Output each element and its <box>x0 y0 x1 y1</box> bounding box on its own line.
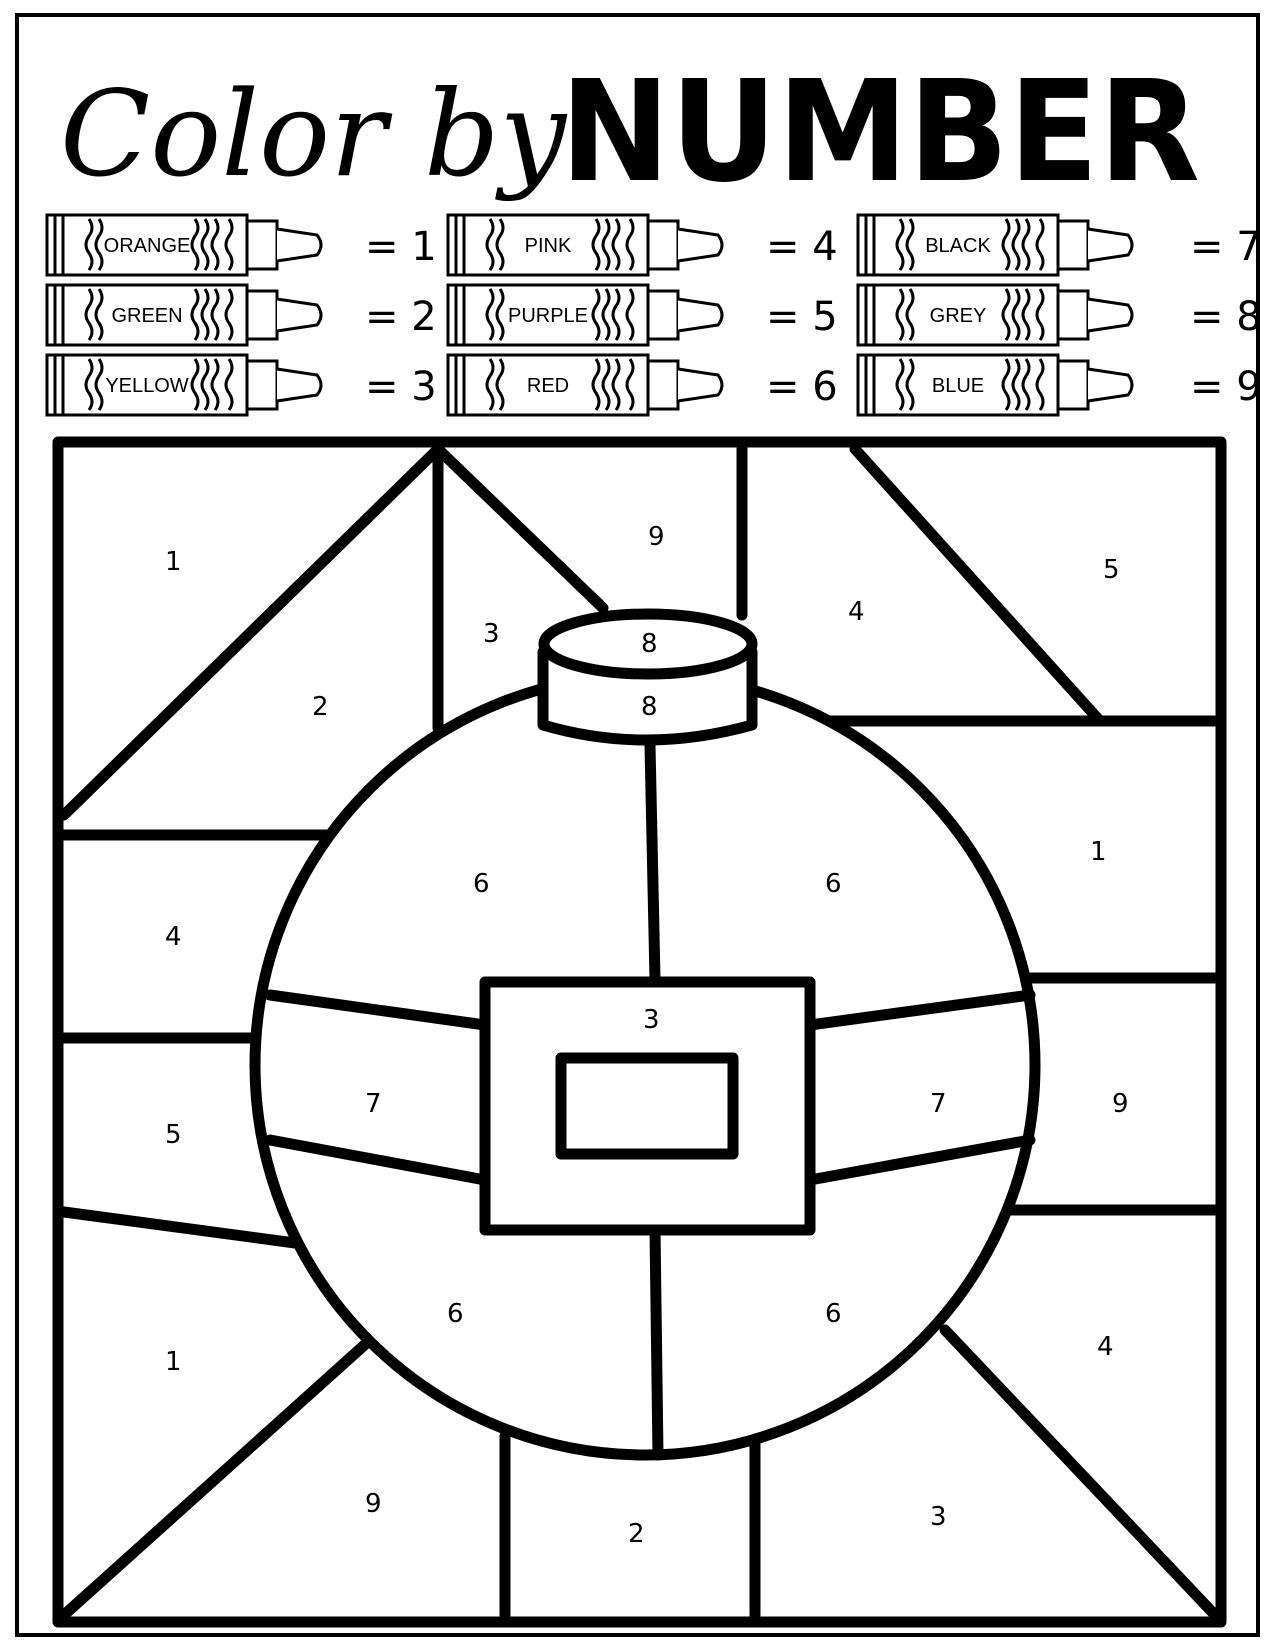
region-numbers: 1 2 3 9 4 5 8 8 4 5 1 9 6 6 7 7 3 6 6 1 … <box>165 522 1129 1549</box>
region-number: 9 <box>365 1489 382 1519</box>
crayon-key-item: PURPLE = 5 <box>446 283 838 347</box>
crayon-icon <box>856 213 1134 277</box>
crayon-icon <box>446 213 724 277</box>
crayon-icon <box>45 353 323 417</box>
region-number: 9 <box>1112 1089 1129 1119</box>
crayon-number-label: = 2 <box>365 294 437 340</box>
crayon-key-item: BLUE = 9 <box>856 353 1262 417</box>
belt-bottom <box>264 1134 1036 1186</box>
region-line <box>649 1224 664 1461</box>
crayon-number-label: = 6 <box>766 364 838 410</box>
buckle-outer <box>479 976 816 1236</box>
crayon-number-label: = 9 <box>1190 364 1262 410</box>
region-line <box>939 1324 1221 1621</box>
crayon-number-label: = 3 <box>365 364 437 410</box>
region-line <box>58 443 444 821</box>
crayon-icon <box>446 283 724 347</box>
region-number: 5 <box>165 1120 182 1150</box>
crayon-icon <box>45 213 323 277</box>
region-number: 2 <box>312 692 329 722</box>
crayon-key-item: PINK = 4 <box>446 213 838 277</box>
crayon-color-label: BLUE <box>932 375 984 397</box>
crayon-color-label: PINK <box>525 235 572 257</box>
crayon-color-label: PURPLE <box>508 305 588 327</box>
region-number: 6 <box>825 869 842 899</box>
region-line <box>58 1334 376 1621</box>
region-line <box>849 443 1106 727</box>
region-number: 2 <box>628 1519 645 1549</box>
color-key: ORANGE = 1 GREEN = 2 YELLOW = 3 PINK = 4 PURPLE =… <box>45 213 1262 417</box>
picture-frame <box>52 436 1227 1628</box>
region-number: 1 <box>1090 837 1107 867</box>
region-number: 6 <box>447 1299 464 1329</box>
crayon-icon <box>446 353 724 417</box>
region-number: 8 <box>641 629 658 659</box>
crayon-number-label: = 8 <box>1190 294 1262 340</box>
region-number: 3 <box>930 1502 947 1532</box>
region-line <box>644 739 661 986</box>
region-number: 4 <box>848 597 865 627</box>
region-number: 1 <box>165 1347 182 1377</box>
crayon-key-item: YELLOW = 3 <box>45 353 437 417</box>
crayon-key-item: BLACK = 7 <box>856 213 1262 277</box>
region-number: 3 <box>643 1005 660 1035</box>
region-number: 1 <box>165 547 182 577</box>
region-number: 6 <box>473 869 490 899</box>
crayon-color-label: ORANGE <box>104 235 191 257</box>
region-number: 7 <box>930 1089 947 1119</box>
cap-top <box>538 608 758 680</box>
region-line <box>58 1206 301 1249</box>
crayon-icon <box>856 283 1134 347</box>
region-number: 7 <box>365 1089 382 1119</box>
crayon-key-item: ORANGE = 1 <box>45 213 437 277</box>
region-number: 9 <box>648 522 665 552</box>
crayon-number-label: = 5 <box>766 294 838 340</box>
region-number: 4 <box>1097 1332 1114 1362</box>
crayon-color-label: GREEN <box>111 305 182 327</box>
crayon-color-label: RED <box>527 375 569 397</box>
crayon-color-label: GREY <box>930 305 987 327</box>
crayon-color-label: BLACK <box>925 235 991 257</box>
region-number: 5 <box>1103 555 1120 585</box>
crayon-key-item: GREEN = 2 <box>45 283 437 347</box>
title-script: Color by <box>60 65 568 203</box>
crayon-number-label: = 7 <box>1190 224 1262 270</box>
crayon-color-label: YELLOW <box>105 375 188 397</box>
title-block: NUMBER <box>560 51 1200 214</box>
crayon-icon <box>856 353 1134 417</box>
page-border <box>15 13 1260 1637</box>
crayon-number-label: = 4 <box>766 224 838 270</box>
crayon-key-item: GREY = 8 <box>856 283 1262 347</box>
region-number: 8 <box>641 692 658 722</box>
crayon-number-label: = 1 <box>365 224 437 270</box>
region-number: 4 <box>165 922 182 952</box>
buckle-inner <box>555 1052 739 1160</box>
region-number: 3 <box>483 619 500 649</box>
crayon-icon <box>45 283 323 347</box>
region-number: 6 <box>825 1299 842 1329</box>
ornament-picture <box>52 436 1227 1628</box>
crayon-key-item: RED = 6 <box>446 353 838 417</box>
region-line <box>432 443 609 614</box>
belt-top <box>264 989 1036 1031</box>
